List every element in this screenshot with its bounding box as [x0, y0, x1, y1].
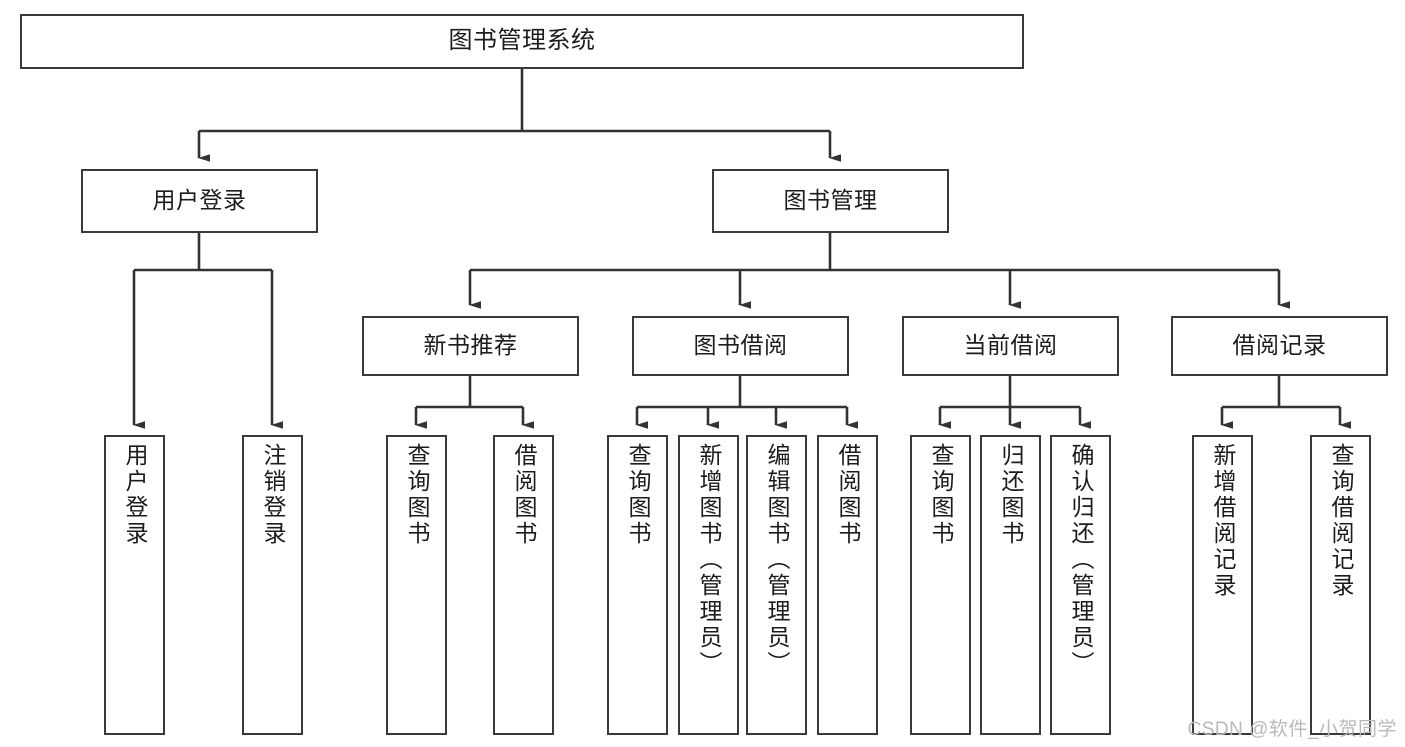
node-borrow-record[interactable]: 借阅记录 — [1171, 316, 1388, 376]
node-leaf-user-login[interactable]: 用户登录 — [104, 435, 165, 735]
node-leaf-return-book-label: 归还图书 — [998, 443, 1024, 547]
node-book-manage-label: 图书管理 — [783, 187, 878, 214]
node-leaf-query-book-1-label: 查询图书 — [404, 443, 430, 547]
node-leaf-return-book[interactable]: 归还图书 — [980, 435, 1041, 735]
node-leaf-confirm-return-label: 确认归还（管理员） — [1068, 443, 1094, 677]
node-leaf-edit-book[interactable]: 编辑图书（管理员） — [746, 435, 807, 735]
node-leaf-query-book-2[interactable]: 查询图书 — [607, 435, 668, 735]
node-leaf-logout[interactable]: 注销登录 — [242, 435, 303, 735]
node-new-book-rec-label: 新书推荐 — [423, 332, 518, 359]
node-leaf-edit-book-label: 编辑图书（管理员） — [764, 443, 790, 677]
node-leaf-borrow-book-1-label: 借阅图书 — [511, 443, 537, 547]
node-leaf-add-book[interactable]: 新增图书（管理员） — [678, 435, 739, 735]
node-leaf-user-login-label: 用户登录 — [122, 443, 148, 547]
node-book-borrow-label: 图书借阅 — [693, 332, 788, 359]
node-new-book-rec[interactable]: 新书推荐 — [362, 316, 579, 376]
node-leaf-logout-label: 注销登录 — [260, 443, 286, 547]
node-book-borrow[interactable]: 图书借阅 — [632, 316, 849, 376]
node-leaf-query-book-3-label: 查询图书 — [928, 443, 954, 547]
node-current-borrow[interactable]: 当前借阅 — [902, 316, 1119, 376]
node-leaf-query-book-1[interactable]: 查询图书 — [386, 435, 447, 735]
node-user-login-label: 用户登录 — [152, 187, 247, 214]
node-current-borrow-label: 当前借阅 — [963, 332, 1058, 359]
node-leaf-query-book-2-label: 查询图书 — [625, 443, 651, 547]
node-root[interactable]: 图书管理系统 — [20, 14, 1024, 69]
node-leaf-query-record-label: 查询借阅记录 — [1328, 443, 1354, 599]
node-leaf-borrow-book-2-label: 借阅图书 — [835, 443, 861, 547]
node-leaf-add-record[interactable]: 新增借阅记录 — [1192, 435, 1253, 735]
node-leaf-confirm-return[interactable]: 确认归还（管理员） — [1050, 435, 1111, 735]
node-leaf-borrow-book-2[interactable]: 借阅图书 — [817, 435, 878, 735]
node-borrow-record-label: 借阅记录 — [1232, 332, 1327, 359]
node-user-login[interactable]: 用户登录 — [81, 169, 318, 233]
node-leaf-query-record[interactable]: 查询借阅记录 — [1310, 435, 1371, 735]
node-book-manage[interactable]: 图书管理 — [712, 169, 949, 233]
node-leaf-borrow-book-1[interactable]: 借阅图书 — [493, 435, 554, 735]
node-leaf-query-book-3[interactable]: 查询图书 — [910, 435, 971, 735]
node-leaf-add-book-label: 新增图书（管理员） — [696, 443, 722, 677]
node-leaf-add-record-label: 新增借阅记录 — [1210, 443, 1236, 599]
csdn-watermark: CSDN @软件_小贺同学 — [1187, 719, 1397, 740]
node-root-label: 图书管理系统 — [448, 27, 596, 55]
